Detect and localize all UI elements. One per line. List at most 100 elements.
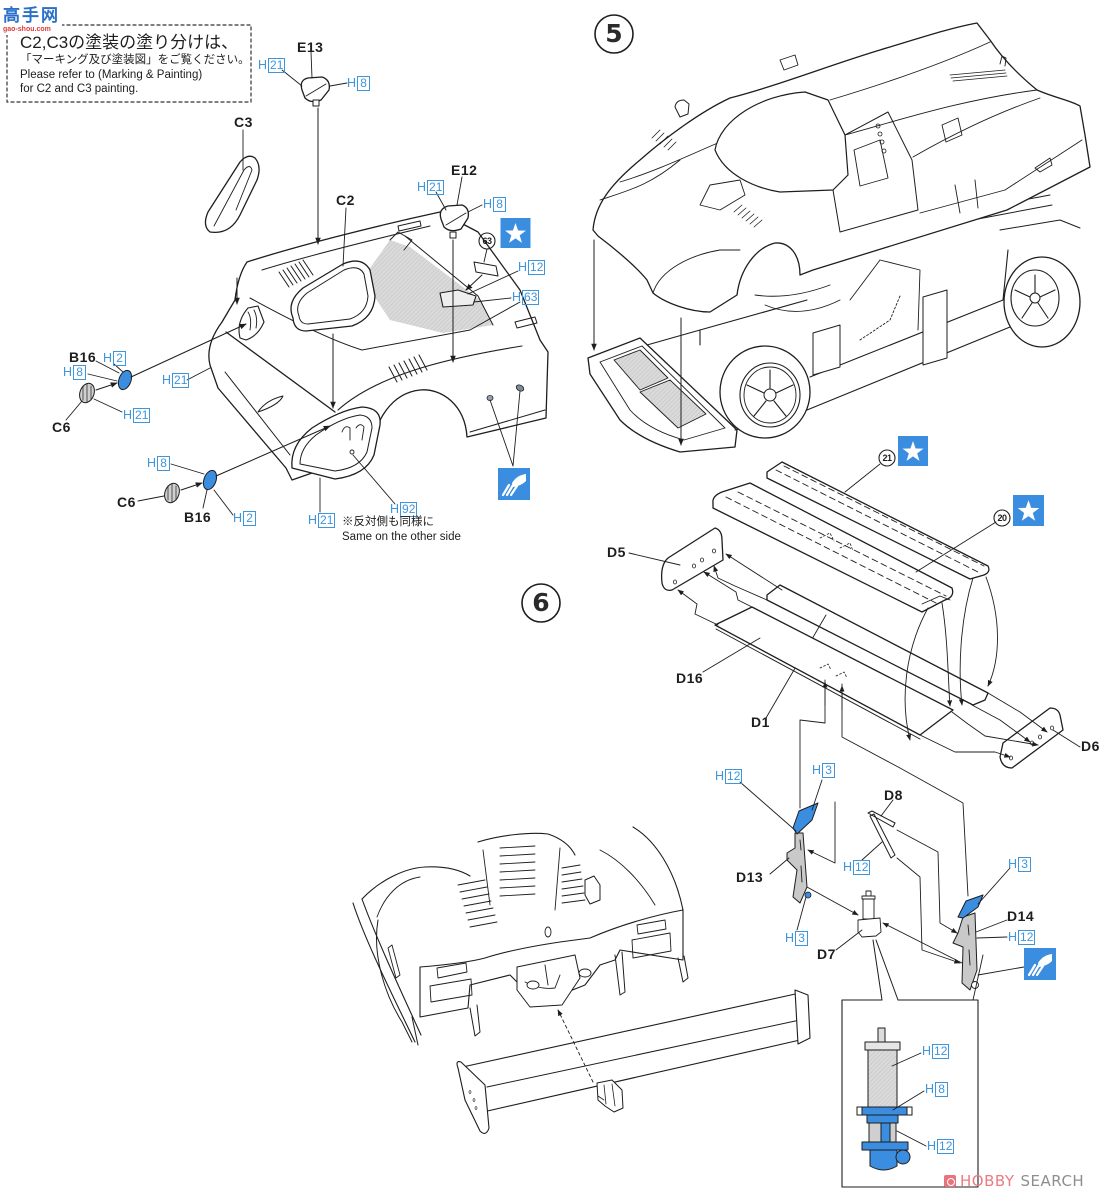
paint-code: 21 — [172, 373, 190, 388]
step6-circle — [521, 583, 561, 623]
part-d8-rod — [867, 810, 896, 859]
part-e12-mirror — [435, 176, 483, 239]
note-line-2: 「マーキング及び塗装図」をご覧ください。 — [20, 54, 250, 66]
hobby-search-logo-icon — [944, 1175, 956, 1187]
paint-prefix: H — [483, 197, 493, 212]
paint-prefix: H — [103, 351, 113, 366]
paint-prefix: H — [925, 1082, 935, 1097]
part-d14-stay — [952, 912, 978, 991]
note-line-3: Please refer to (Marking & Painting) — [20, 69, 203, 81]
hobby-search-watermark: HOBBY SEARCH — [944, 1173, 1084, 1189]
paint-prefix: H — [308, 513, 318, 528]
paint-prefix: H — [390, 502, 400, 517]
paint-prefix: H — [715, 769, 725, 784]
part-label-b16-lower: B16 — [184, 509, 212, 525]
part-label-d6: D6 — [1081, 738, 1100, 754]
part-label-b16-upper: B16 — [69, 349, 97, 365]
part-label-d7: D7 — [817, 946, 836, 962]
wing-upper-flap — [766, 461, 990, 580]
watermark-logo: 高手网 — [3, 6, 60, 26]
other-side-note-ja: ※反対側も同様に — [342, 516, 434, 528]
paint-prefix: H — [843, 860, 853, 875]
watermark-brand-part2: SEARCH — [1020, 1172, 1085, 1190]
paint-finish-icon — [498, 468, 530, 500]
part-d5-endplate — [660, 527, 724, 591]
paint-code: 12 — [1018, 930, 1036, 945]
paint-prefix: H — [147, 456, 157, 471]
lamp-assembly-lower — [137, 425, 331, 516]
paint-prefix: H — [258, 58, 268, 73]
paint-code: 3 — [795, 931, 809, 946]
front-wheel — [719, 345, 811, 439]
paint-code: 21 — [318, 513, 336, 528]
step5-body-assembly — [186, 107, 549, 513]
paint-code: 21 — [427, 180, 445, 195]
part-c3-window — [204, 129, 260, 234]
lamp-assembly-upper — [65, 323, 247, 421]
part-label-d13: D13 — [736, 869, 764, 885]
car-canopy — [714, 91, 849, 193]
paint-prefix: H — [518, 260, 528, 275]
part-label-e12: E12 — [451, 162, 478, 178]
part-d7-shock — [857, 890, 882, 938]
part-label-d14: D14 — [1007, 908, 1035, 924]
step5-circle — [594, 14, 634, 54]
paint-code: 12 — [725, 769, 743, 784]
site-watermark: 高手网 gao-shou.com — [3, 6, 62, 35]
part-d16 — [714, 606, 954, 736]
body-vent-lower — [388, 354, 428, 383]
other-side-note: ※反対側も同様に Same on the other side — [342, 515, 461, 545]
step-number-6: 6 — [532, 588, 550, 617]
body-vent-upper — [278, 259, 314, 288]
paint-prefix: H — [233, 511, 243, 526]
decal-63 — [473, 261, 499, 277]
part-d13-stay — [786, 832, 808, 904]
part-label-c3: C3 — [234, 114, 253, 130]
part-label-c6-lower: C6 — [117, 494, 136, 510]
step-number-5: 5 — [605, 19, 623, 48]
step6-wing-assembly — [628, 449, 1081, 897]
paint-prefix: H — [123, 408, 133, 423]
part-d13-blue-top — [792, 802, 819, 835]
paint-prefix: H — [812, 763, 822, 778]
paint-prefix: H — [1008, 930, 1018, 945]
part-label-d8: D8 — [884, 787, 903, 803]
paint-code: 63 — [522, 290, 540, 305]
paint-code: 8 — [357, 76, 371, 91]
taillight-housing — [291, 406, 381, 480]
part-label-e13: E13 — [297, 39, 324, 55]
paint-prefix: H — [347, 76, 357, 91]
paint-code: 8 — [73, 365, 87, 380]
paint-code: 8 — [157, 456, 171, 471]
rear-wheel — [1003, 256, 1081, 348]
note-line-4: for C2 and C3 painting. — [20, 83, 139, 95]
star-icon — [1013, 495, 1044, 526]
part-label-d16: D16 — [676, 670, 704, 686]
paint-code: 92 — [400, 502, 418, 517]
part-label-d5: D5 — [607, 544, 626, 560]
paint-prefix: H — [63, 365, 73, 380]
paint-code: 12 — [932, 1044, 950, 1059]
note-line-1: C2,C3の塗装の塗り分けは、 — [20, 33, 239, 52]
part-d6-endplate — [999, 707, 1064, 769]
paint-code: 12 — [853, 860, 871, 875]
painting-note: C2,C3の塗装の塗り分けは、 「マーキング及び塗装図」をご覧ください。 Ple… — [20, 33, 252, 96]
paint-prefix: H — [785, 931, 795, 946]
paint-prefix: H — [512, 290, 522, 305]
note-box-border — [6, 24, 252, 103]
